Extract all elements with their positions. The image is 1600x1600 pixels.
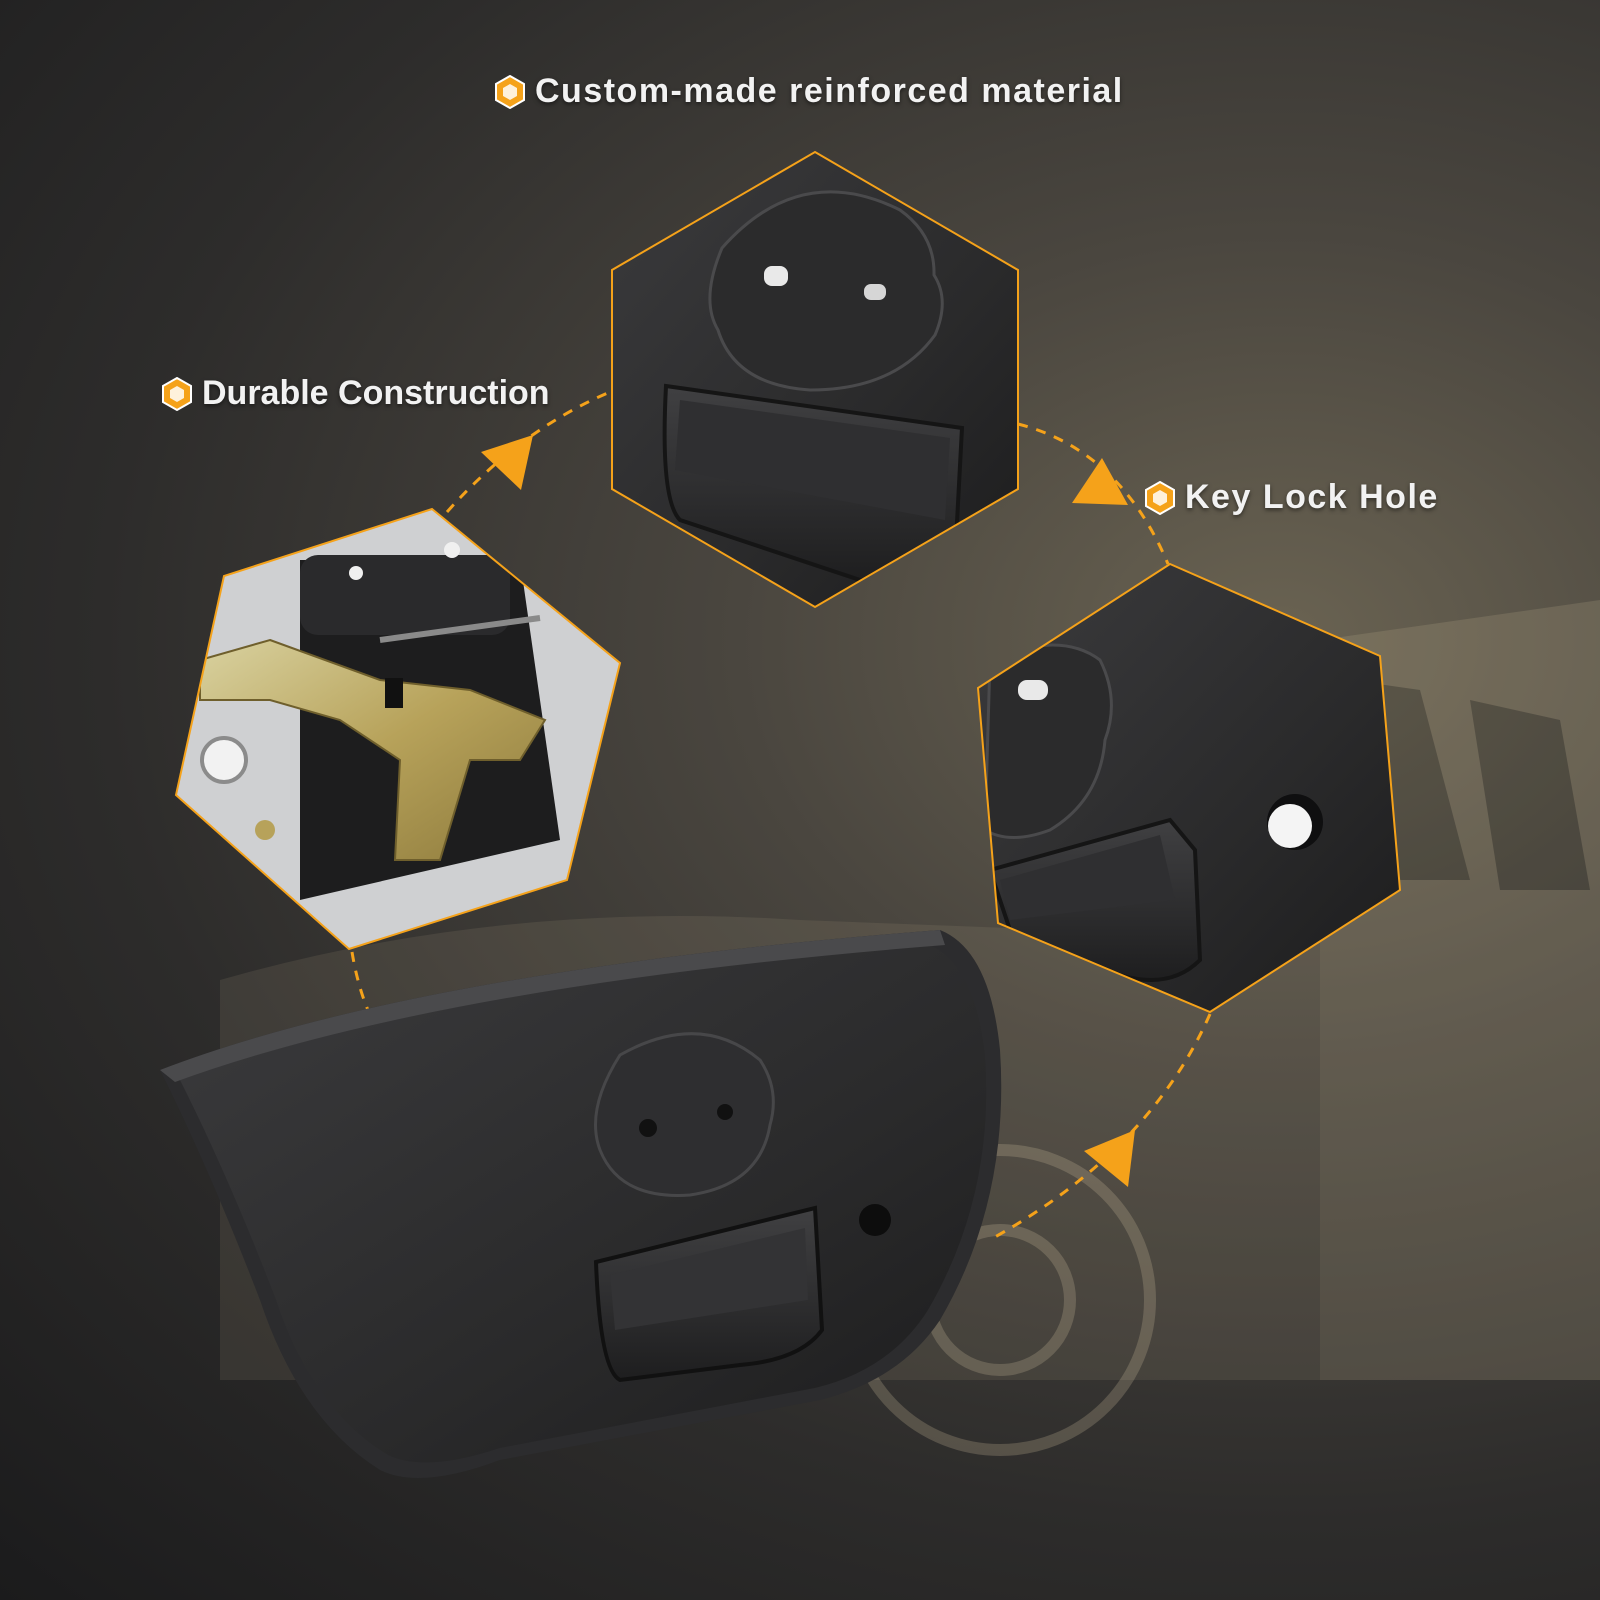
key-lock-hole-icon: [859, 1204, 891, 1236]
hexagon-keylock-closeup: [976, 562, 1402, 1014]
mount-hole-icon: [764, 266, 788, 286]
hexagon-bullet-icon: [495, 74, 525, 109]
hexagon-mechanism-closeup: [174, 507, 622, 951]
feature-text-key-lock-hole: Key Lock Hole: [1185, 478, 1439, 516]
triangle-arrow-icon: [481, 435, 533, 490]
feature-label-top: Custom-made reinforced material: [495, 72, 1124, 111]
hexagon-material-closeup: [611, 150, 1019, 609]
feature-text-reinforced-material: Custom-made reinforced material: [535, 72, 1124, 110]
key-lock-hole-icon: [1268, 804, 1312, 848]
tailgate-handle-bezel: [160, 930, 1002, 1478]
triangle-arrow-icon: [1084, 1130, 1135, 1187]
feature-label-left: Durable Construction: [162, 374, 550, 413]
feature-label-right: Key Lock Hole: [1145, 478, 1439, 517]
triangle-arrow-icon: [1072, 458, 1128, 505]
hexagon-bullet-icon: [162, 376, 192, 411]
hexagon-bullet-icon: [1145, 480, 1175, 515]
mount-hole-icon: [1018, 680, 1048, 700]
feature-text-durable-construction: Durable Construction: [202, 374, 550, 412]
mount-hole-icon: [864, 284, 886, 300]
